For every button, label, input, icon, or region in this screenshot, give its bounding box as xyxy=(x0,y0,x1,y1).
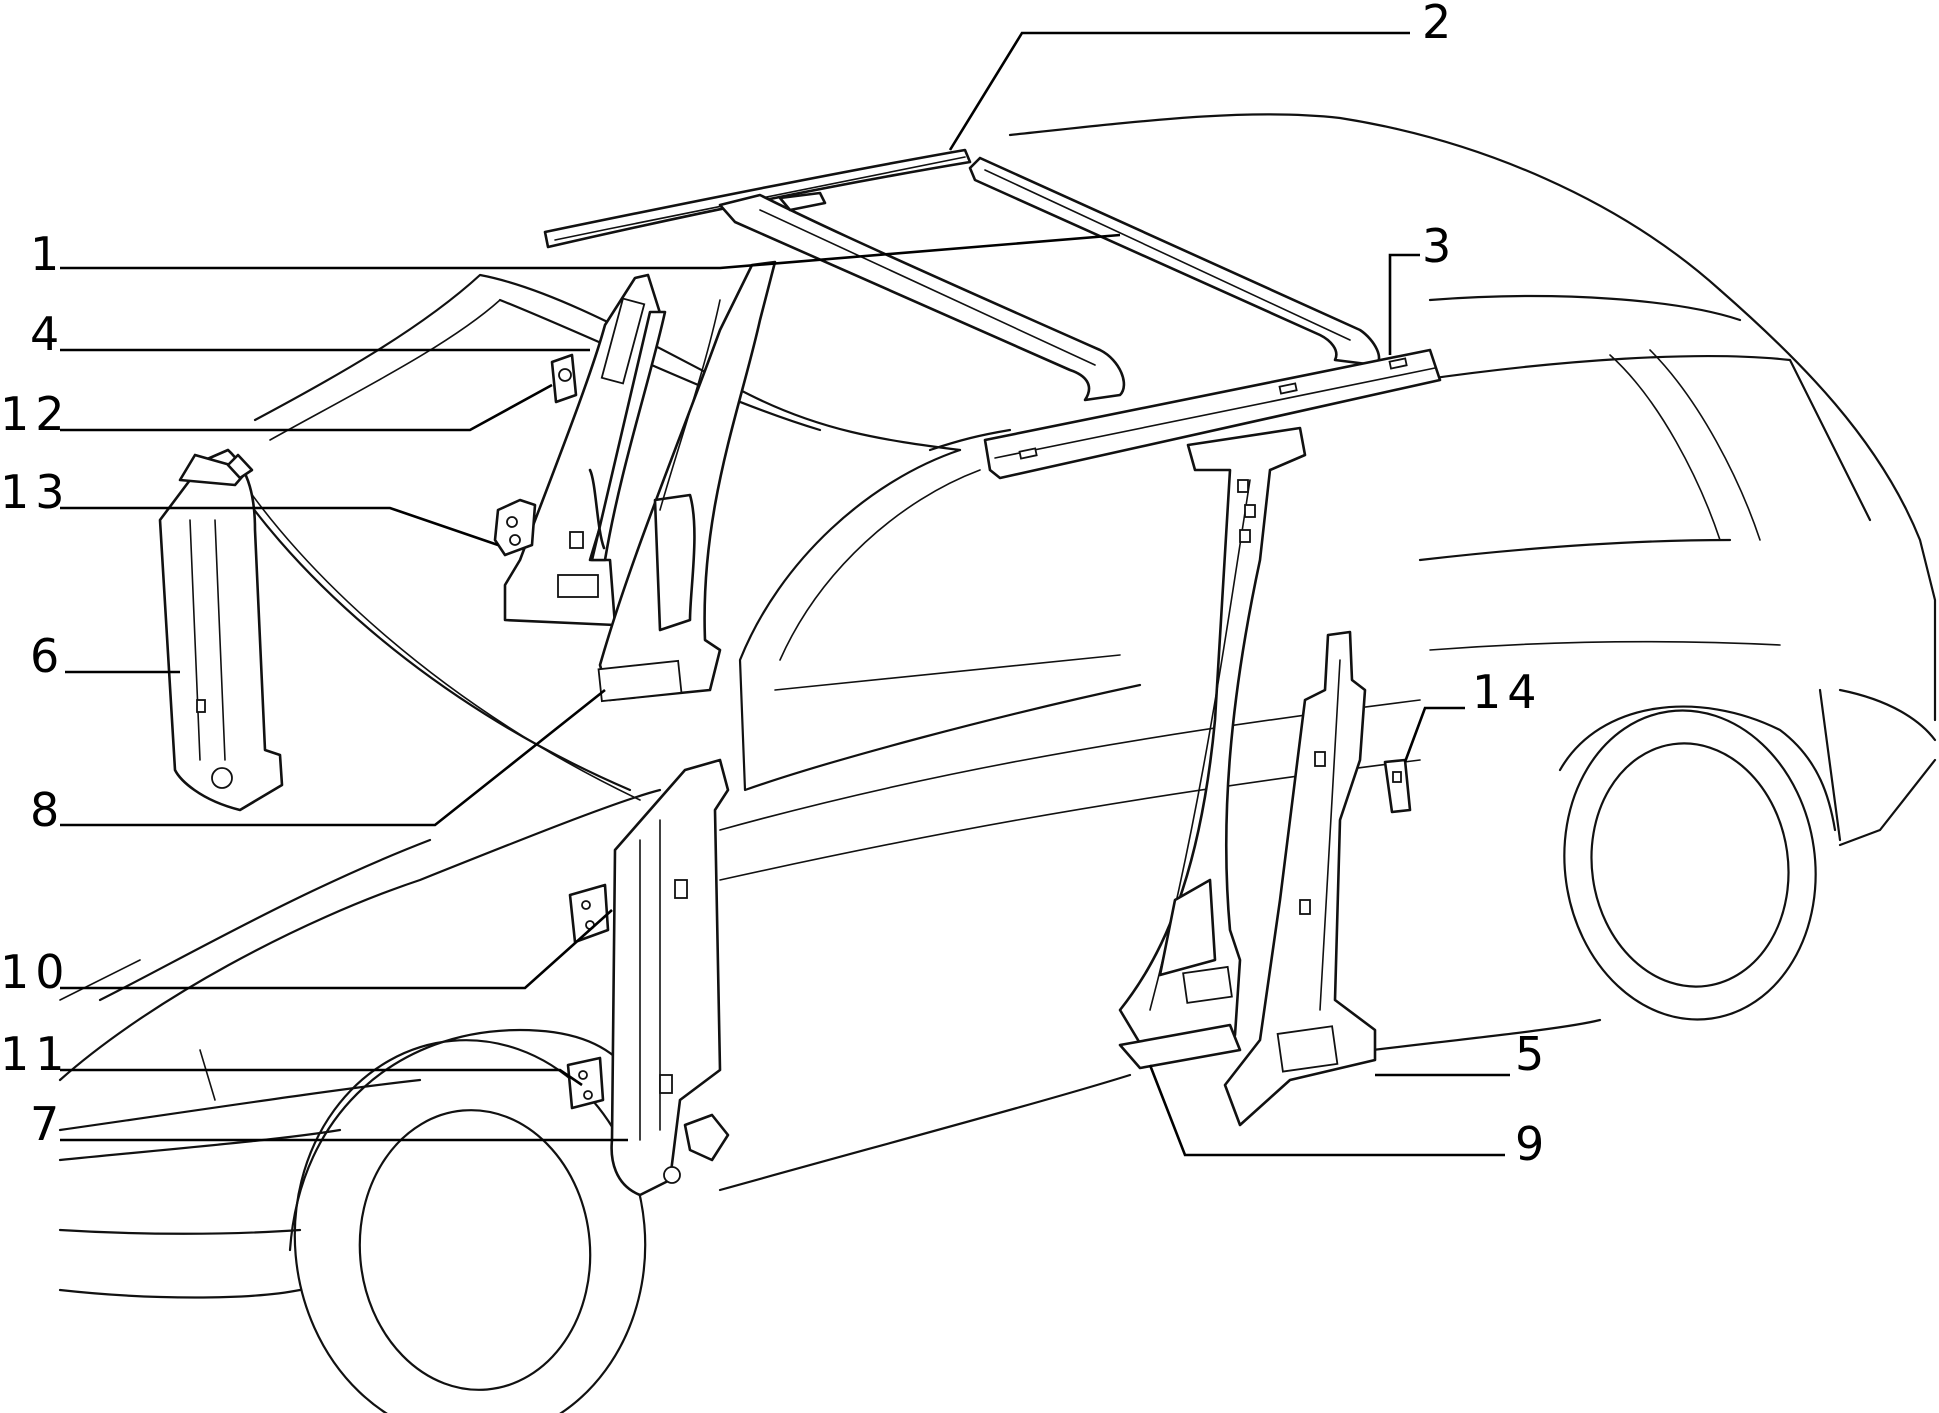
part-12-bracket xyxy=(550,353,578,404)
callout-10: 10 xyxy=(0,945,71,999)
callout-5: 5 xyxy=(1515,1027,1550,1081)
callout-11: 11 xyxy=(0,1027,71,1081)
callout-4: 4 xyxy=(30,307,65,361)
part-4-a-pillar-inner xyxy=(503,273,667,627)
leader-2 xyxy=(948,31,1410,151)
part-10-hinge-bracket xyxy=(568,883,610,944)
leader-13 xyxy=(60,506,499,547)
callout-12: 12 xyxy=(0,387,71,441)
part-8-a-pillar-outer xyxy=(597,260,777,703)
part-13-bracket xyxy=(493,498,537,557)
part-7-hinge-pillar xyxy=(610,758,730,1197)
callout-7: 7 xyxy=(30,1097,65,1151)
callout-labels: 1 2 3 4 5 6 7 8 9 10 11 12 13 14 xyxy=(0,0,1550,1171)
part-6-windshield-pillar xyxy=(158,448,284,812)
leader-12 xyxy=(60,383,553,432)
leader-9 xyxy=(1148,1064,1505,1157)
leader-11 xyxy=(60,1068,583,1087)
leader-3 xyxy=(1388,253,1420,355)
part-1-roof-members xyxy=(718,156,1381,402)
callout-2: 2 xyxy=(1422,0,1457,49)
callout-1: 1 xyxy=(30,227,65,281)
callout-3: 3 xyxy=(1422,219,1457,273)
callout-9: 9 xyxy=(1515,1117,1550,1171)
leader-lines xyxy=(60,31,1510,1157)
callout-13: 13 xyxy=(0,465,71,519)
callout-6: 6 xyxy=(30,629,65,683)
leader-10 xyxy=(60,909,613,990)
part-3-rear-header xyxy=(983,348,1442,480)
callout-14: 14 xyxy=(1472,665,1543,719)
callout-8: 8 xyxy=(30,783,65,837)
leader-14 xyxy=(1403,706,1465,763)
leader-1 xyxy=(60,233,1121,270)
part-11-hinge-bracket xyxy=(566,1056,605,1110)
part-9-b-pillar-outer xyxy=(1118,426,1307,1070)
leader-8 xyxy=(60,688,606,827)
part-14-clip xyxy=(1383,758,1412,814)
part-5-b-pillar-inner xyxy=(1223,630,1377,1127)
